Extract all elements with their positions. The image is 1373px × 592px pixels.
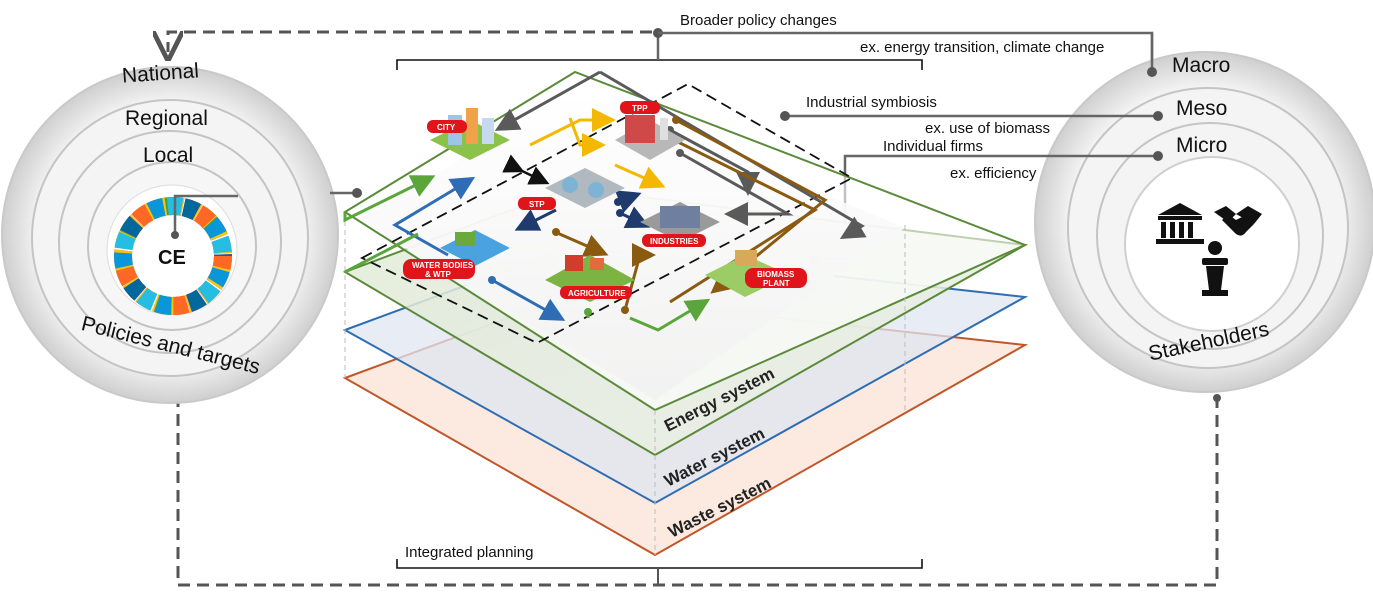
ring-local: Local [143, 144, 193, 167]
bottom-annotation: Integrated planning [396, 544, 923, 584]
flows [343, 70, 867, 332]
biomass-label-2: PLANT [763, 279, 790, 288]
ring-regional: Regional [125, 107, 208, 130]
government-building-icon [1156, 203, 1204, 244]
city-badge [427, 120, 467, 133]
individual-firms-example: ex. efficiency [950, 165, 1037, 182]
sdg-wheel-icon: CE [114, 197, 232, 315]
individual-firms-label: Individual firms [883, 138, 983, 155]
industrial-symbiosis-label: Industrial symbiosis [806, 94, 937, 111]
top-annotation: Broader policy changes ex. energy transi… [396, 12, 1154, 72]
nodes: CITY TPP STP INDUSTRIES [403, 101, 807, 302]
biomass-label-1: BIOMASS [757, 270, 795, 279]
stakeholders-panel: Macro Meso Micro Stakeholders [1034, 51, 1373, 393]
policies-panel: National Regional Local CE Policies and … [1, 59, 362, 404]
agriculture-node: AGRICULTURE [545, 255, 635, 302]
tpp-badge [620, 101, 660, 114]
agriculture-badge [560, 286, 632, 299]
water-bodies-label-2: & WTP [425, 270, 451, 279]
water-bodies-badge [403, 259, 475, 279]
ring-meso: Meso [1176, 97, 1227, 120]
handshake-icon [1214, 206, 1262, 236]
biomass-badge [745, 268, 807, 288]
industries-node: INDUSTRIES [640, 202, 720, 247]
industries-badge [642, 234, 706, 247]
water-bodies-label-1: WATER BODIES [412, 261, 474, 270]
industrial-symbiosis-example: ex. use of biomass [925, 120, 1050, 137]
agriculture-label: AGRICULTURE [568, 289, 626, 298]
broader-policy-label: Broader policy changes [680, 12, 837, 29]
city-label: CITY [437, 123, 456, 132]
tpp-node: TPP [615, 101, 685, 160]
ring-micro: Micro [1176, 134, 1227, 157]
ring-national: National [121, 59, 199, 87]
industries-label: INDUSTRIES [650, 237, 699, 246]
ring-macro: Macro [1172, 54, 1230, 77]
ce-center-label: CE [158, 247, 186, 269]
water-bodies-node: WATER BODIES & WTP [403, 230, 510, 279]
biomass-node: BIOMASS PLANT [705, 250, 807, 297]
stp-badge [518, 197, 556, 210]
integrated-planning-label: Integrated planning [405, 544, 533, 561]
city-node: CITY [427, 108, 510, 160]
tpp-label: TPP [632, 104, 648, 113]
broader-policy-example: ex. energy transition, climate change [860, 39, 1104, 56]
stp-label: STP [529, 200, 545, 209]
speaker-podium-icon [1202, 241, 1228, 296]
stp-node: STP [518, 168, 625, 210]
